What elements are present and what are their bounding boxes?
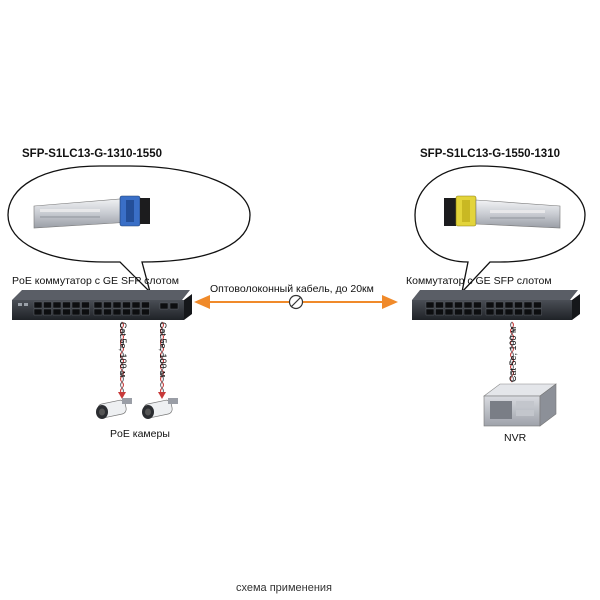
- cable-end-arrow: [118, 392, 126, 399]
- switch-port: [103, 301, 112, 309]
- switch-port: [473, 308, 482, 316]
- switch-port: [71, 301, 81, 309]
- switch-port: [43, 301, 52, 309]
- fiber-label: Оптоволоконный кабель, до 20км: [210, 283, 374, 295]
- right-sfp-title: SFP-S1LC13-G-1550-1310: [420, 148, 560, 160]
- switch-port: [52, 308, 62, 316]
- switch-port: [141, 301, 150, 309]
- camera-1-image: [96, 398, 132, 419]
- right-switch-label: Коммутатор с GE SFP слотом: [406, 275, 552, 287]
- switch-port: [425, 301, 435, 309]
- fiber-coil-icon: [288, 294, 304, 310]
- cable-camera-2: [160, 321, 164, 395]
- switch-port: [463, 308, 473, 316]
- switch-port: [444, 301, 454, 309]
- switch-port: [103, 308, 112, 316]
- left-switch-label: PoE коммутатор с GE SFP слотом: [12, 275, 179, 287]
- switch-port: [454, 301, 463, 309]
- switch-port: [523, 308, 533, 316]
- cable-camera-1: [120, 321, 124, 395]
- switch-port: [122, 308, 131, 316]
- cable-camera-1-label: Cat 5e, 100 м: [118, 322, 128, 378]
- switch-port: [122, 301, 131, 309]
- switch-port: [93, 301, 103, 309]
- switch-port: [473, 301, 482, 309]
- switch-port: [504, 301, 514, 309]
- switch-port: [495, 301, 504, 309]
- switch-port: [514, 308, 523, 316]
- right-switch-image: [412, 290, 580, 320]
- switch-port: [425, 308, 435, 316]
- switch-port: [504, 308, 514, 316]
- switch-port: [131, 301, 141, 309]
- switch-port: [514, 301, 523, 309]
- cable-nvr: [510, 321, 514, 383]
- diagram-caption: схема применения: [236, 582, 332, 594]
- switch-port: [33, 308, 43, 316]
- cable-camera-2-label: Cat 5e, 100 м: [158, 322, 168, 378]
- switch-port: [131, 308, 141, 316]
- cable-end-arrow: [158, 392, 166, 399]
- switch-port: [435, 308, 444, 316]
- switch-port: [52, 301, 62, 309]
- right-speech-bubble: [414, 165, 586, 295]
- switch-port: [81, 308, 90, 316]
- switch-port: [485, 301, 495, 309]
- switch-port: [454, 308, 463, 316]
- cameras-label: PoE камеры: [110, 428, 170, 440]
- switch-port: [435, 301, 444, 309]
- nvr-server-image: [483, 383, 557, 427]
- switch-port: [71, 308, 81, 316]
- switch-port: [444, 308, 454, 316]
- switch-port: [495, 308, 504, 316]
- switch-port: [81, 301, 90, 309]
- switch-port: [112, 308, 122, 316]
- switch-port: [533, 301, 542, 309]
- switch-port: [485, 308, 495, 316]
- switch-port: [93, 308, 103, 316]
- switch-port: [523, 301, 533, 309]
- nvr-label: NVR: [504, 432, 527, 444]
- switch-port: [33, 301, 43, 309]
- left-poe-switch-image: [12, 290, 192, 320]
- switch-port: [533, 308, 542, 316]
- left-sfp-module-image: [33, 195, 150, 229]
- switch-port: [463, 301, 473, 309]
- right-sfp-module-image: [444, 195, 561, 229]
- switch-port: [141, 308, 150, 316]
- left-speech-bubble: [7, 165, 251, 295]
- switch-port: [112, 301, 122, 309]
- camera-2-image: [142, 398, 178, 419]
- left-sfp-title: SFP-S1LC13-G-1310-1550: [22, 148, 162, 160]
- switch-port: [62, 308, 71, 316]
- cable-nvr-label: Cat 5e, 100 м: [508, 326, 518, 382]
- switch-port: [43, 308, 52, 316]
- switch-port: [62, 301, 71, 309]
